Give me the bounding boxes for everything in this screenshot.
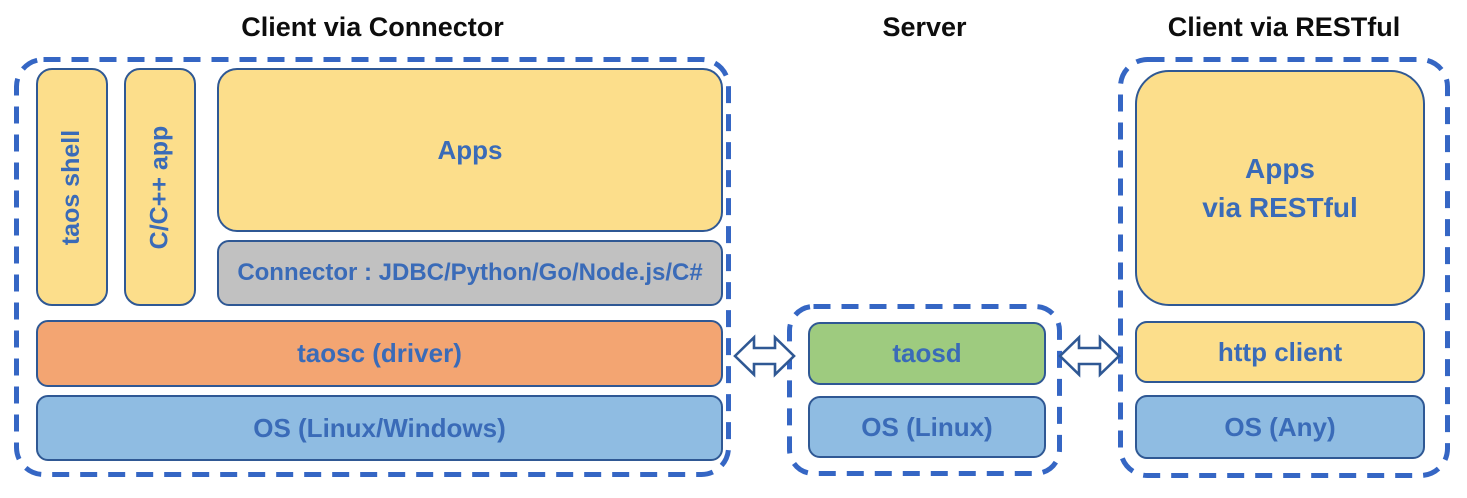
taosd-label: taosd (892, 338, 962, 368)
client-connector-dashed-outline (14, 57, 731, 477)
taos-shell-box: taos shell (36, 68, 108, 306)
taosc-driver-label: taosc (driver) (297, 338, 462, 368)
apps-box: Apps (217, 68, 723, 232)
taosd-box: taosd (808, 322, 1046, 385)
os-any-label: OS (Any) (1224, 411, 1336, 442)
os-linux-windows-label: OS (Linux/Windows) (253, 412, 506, 443)
cpp-app-label: C/C++ app (145, 125, 174, 249)
cpp-app-box: C/C++ app (124, 68, 196, 306)
apps-via-restful-line2: via RESTful (1202, 192, 1358, 223)
server-dashed-outline (787, 304, 1062, 476)
apps-via-restful-label: Apps via RESTful (1202, 149, 1358, 227)
taos-shell-label: taos shell (57, 129, 86, 245)
os-linux-windows-box: OS (Linux/Windows) (36, 395, 723, 461)
double-arrow-icon (1058, 334, 1121, 378)
http-client-box: http client (1135, 321, 1425, 383)
apps-label: Apps (437, 134, 503, 165)
section-title-server: Server (882, 12, 967, 42)
http-client-label: http client (1217, 336, 1343, 367)
taosc-driver-box: taosc (driver) (36, 320, 723, 387)
os-linux-label: OS (Linux) (861, 411, 993, 442)
connector-label: Connector : JDBC/Python/Go/Node.js/C# (237, 259, 703, 286)
apps-via-restful-line1: Apps (1245, 152, 1315, 184)
apps-via-restful-box: Apps via RESTful (1135, 70, 1425, 306)
client-restful-dashed-outline (1118, 57, 1450, 478)
os-linux-box: OS (Linux) (808, 396, 1046, 458)
double-arrow-icon (733, 334, 796, 378)
section-title-client-connector: Client via Connector (241, 12, 504, 42)
os-any-box: OS (Any) (1135, 395, 1425, 459)
connector-box: Connector : JDBC/Python/Go/Node.js/C# (217, 240, 723, 306)
section-title-client-restful: Client via RESTful (1167, 12, 1401, 42)
